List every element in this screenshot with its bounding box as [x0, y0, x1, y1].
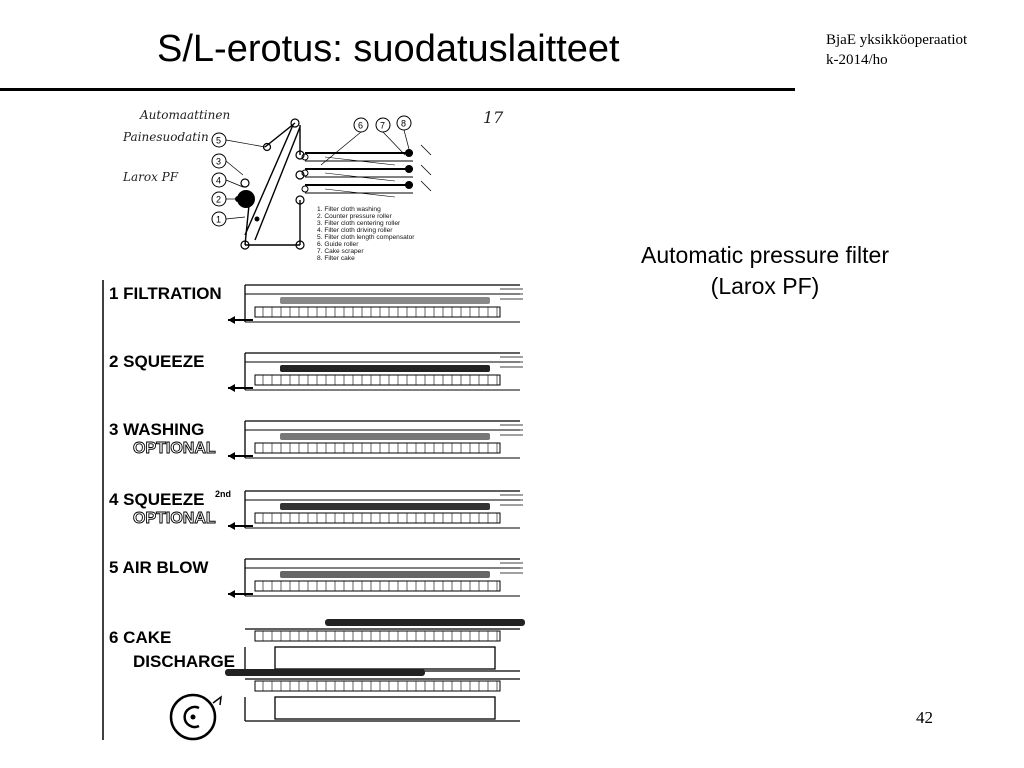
figure-caption: Automatic pressure filter (Larox PF) — [580, 240, 950, 302]
callout-3: 3 — [211, 153, 227, 169]
title-underline — [0, 88, 795, 91]
svg-text:6: 6 — [358, 121, 363, 131]
step-panel-7 — [225, 669, 520, 722]
step-optional-washing: OPTIONAL — [133, 440, 216, 457]
process-steps — [225, 284, 525, 722]
callout-5: 5 — [211, 132, 227, 148]
legend-item: 1. Filter cloth washing — [317, 206, 381, 213]
legend-item: 4. Filter cloth driving roller — [317, 227, 393, 234]
svg-text:3: 3 — [216, 157, 221, 167]
legend-item: 8. Filter cake — [317, 255, 355, 262]
handwritten-note-1: Automaattinen — [139, 108, 230, 122]
callout-6: 6 — [353, 117, 369, 133]
course-term: k-2014/ho — [826, 52, 888, 68]
step-panel-3 — [228, 420, 523, 460]
filter-schematic: Automaattinen Painesuodatin Larox PF 17 … — [122, 108, 504, 262]
slide-title: S/L-erotus: suodatuslaitteet — [157, 28, 620, 70]
step-label-washing: 3 WASHING — [109, 420, 204, 439]
step-label-cake: 6 CAKE — [109, 628, 171, 647]
svg-text:5: 5 — [216, 136, 221, 146]
course-name: BjaE yksikköoperaatiot — [826, 32, 968, 48]
callout-2: 2 — [211, 191, 227, 207]
caption-line-2: (Larox PF) — [710, 273, 820, 299]
page-number: 42 — [916, 708, 933, 727]
legend-item: 7. Cake scraper — [317, 248, 364, 255]
svg-text:1: 1 — [216, 215, 221, 225]
step-panel-4 — [228, 490, 523, 530]
callout-4: 4 — [211, 172, 227, 188]
larox-filter-figure: Automaattinen Painesuodatin Larox PF 17 … — [95, 95, 535, 745]
step-optional-squeeze: OPTIONAL — [133, 510, 216, 527]
callout-1: 1 — [211, 211, 227, 227]
svg-text:2: 2 — [216, 195, 221, 205]
handwritten-page-mark: 17 — [483, 108, 504, 127]
step-panel-6 — [244, 619, 525, 672]
svg-text:7: 7 — [380, 121, 385, 131]
discharge-roller-icon — [169, 693, 222, 741]
step-label-filtration: 1 FILTRATION — [109, 284, 222, 303]
legend-item: 3. Filter cloth centering roller — [317, 220, 401, 227]
step-label-squeeze: 2 SQUEEZE — [109, 352, 204, 371]
svg-text:8: 8 — [401, 119, 406, 129]
header-meta: BjaE yksikköoperaatiot k-2014/ho — [826, 30, 967, 70]
step-label-discharge: DISCHARGE — [133, 652, 235, 671]
step-label-air-blow: 5 AIR BLOW — [109, 558, 209, 577]
legend-item: 6. Guide roller — [317, 241, 359, 248]
schematic-legend: 1. Filter cloth washing 2. Counter press… — [317, 206, 415, 262]
legend-item: 5. Filter cloth length compensator — [317, 234, 415, 241]
step-panel-2 — [228, 352, 523, 392]
handwritten-note-3: Larox PF — [122, 170, 179, 184]
callout-8: 8 — [396, 115, 412, 131]
handwritten-note-2: Painesuodatin — [122, 130, 209, 144]
caption-line-1: Automatic pressure filter — [641, 242, 889, 268]
step-superscript: 2nd — [215, 489, 231, 499]
legend-item: 2. Counter pressure roller — [317, 213, 393, 220]
step-label-squeeze-2nd: 4 SQUEEZE — [109, 490, 204, 509]
svg-text:4: 4 — [216, 176, 221, 186]
step-panel-1 — [228, 284, 523, 324]
callout-7: 7 — [375, 117, 391, 133]
step-panel-5 — [228, 558, 523, 598]
